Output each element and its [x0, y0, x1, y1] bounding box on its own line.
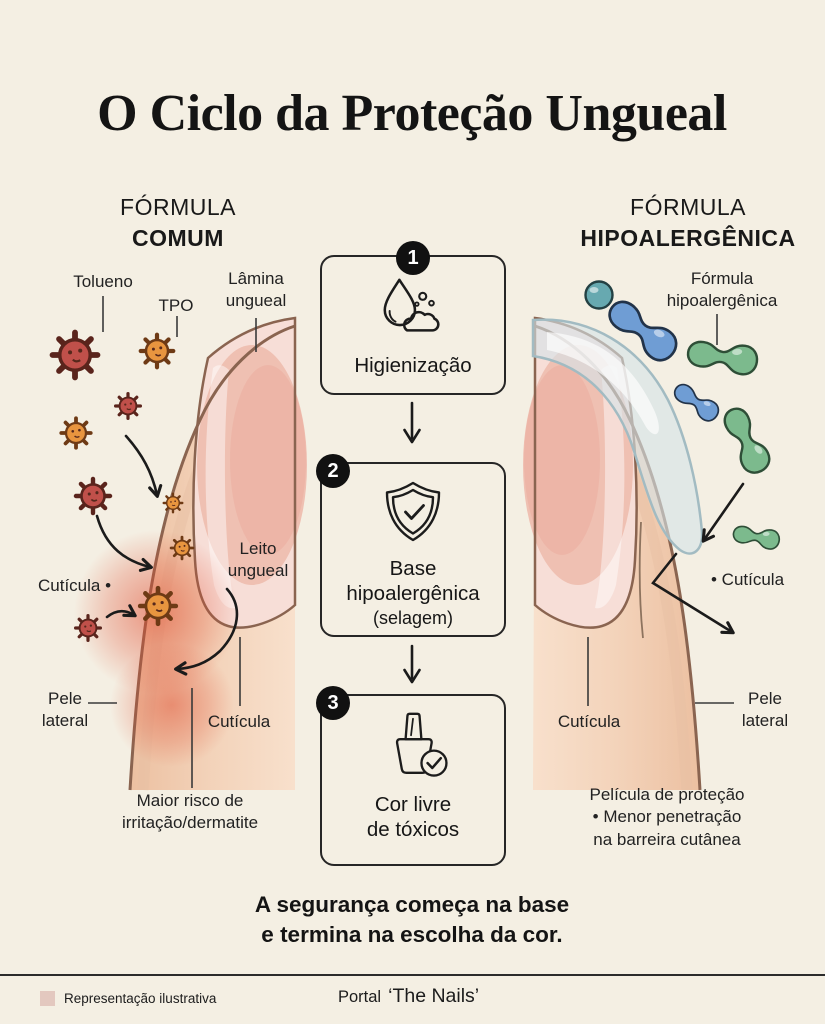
step-2-number-badge: 2 [316, 454, 350, 488]
shield-check-icon [385, 481, 441, 542]
page-title: O Ciclo da Proteção Ungueal [97, 85, 727, 142]
right-column-heading: FÓRMULA HIPOALERGÊNICA [580, 192, 795, 254]
credit-name: ‘The Nails’ [388, 985, 480, 1007]
label-cuticula-right-lower: Cutícula [557, 712, 621, 731]
label-connector-lines [88, 296, 257, 788]
step-box-1: 1 Higienização [320, 241, 506, 395]
nail-polish-check-icon [395, 712, 448, 777]
label-formula-hipoalergenica: Fórmula hipoalergênica [666, 269, 778, 311]
label-connector-lines [587, 314, 734, 706]
credit-prefix: Portal [338, 988, 382, 1006]
label-tolueno: Tolueno [73, 272, 133, 291]
label-cuticula-right-upper: • Cutícula [711, 570, 785, 589]
footer-divider [0, 974, 825, 976]
label-leito-ungueal: Leito ungueal [227, 539, 289, 581]
step-3-title: Cor livre de tóxicos [366, 793, 460, 841]
water-drop-foam-icon [383, 278, 440, 332]
common-formula-finger-illustration [30, 296, 307, 791]
legend-swatch [40, 991, 55, 1006]
arrow-down-2 [403, 644, 421, 684]
arrow-down-1 [403, 401, 421, 444]
label-pele-lateral-right: Pele lateral [741, 689, 789, 731]
label-pele-lateral-left: Pele lateral [41, 689, 89, 731]
protective-film [531, 318, 704, 555]
right-heading-line1: FÓRMULA [630, 194, 746, 220]
step-box-2: 2 Base hipoalergênica (selagem) [316, 454, 506, 637]
hypoallergenic-formula-finger-illustration [523, 280, 782, 791]
penetration-arrows [95, 434, 239, 676]
tagline: A segurança começa na base e termina na … [254, 892, 570, 948]
step-2-subtitle: (selagem) [372, 608, 454, 628]
right-heading-line2: HIPOALERGÊNICA [580, 225, 796, 252]
label-lamina-ungueal: Lâmina ungueal [225, 269, 287, 311]
step-box-3: 3 Cor livre de tóxicos [316, 686, 506, 866]
label-risco-irritacao: Maior risco de irritação/dermatite [121, 791, 259, 833]
label-pelicula-protecao: Película de proteção • Menor penetração … [589, 785, 745, 849]
credit: Portal ‘The Nails’ [338, 985, 479, 1008]
label-cuticula-left-lower: Cutícula [207, 712, 271, 731]
label-cuticula-left-upper: Cutícula • [38, 576, 112, 595]
step-2-title: Base hipoalergênica [346, 557, 480, 605]
left-heading-line1: FÓRMULA [120, 194, 236, 220]
deflection-arrows [651, 482, 745, 635]
label-tpo: TPO [158, 296, 194, 315]
left-heading-line2: COMUM [132, 225, 224, 252]
legend-text: Representação ilustrativa [64, 991, 217, 1006]
hypoallergenic-molecule-icons [584, 280, 782, 552]
step-3-number-badge: 3 [316, 686, 350, 720]
step-1-number-badge: 1 [396, 241, 430, 275]
step-1-title: Higienização [354, 354, 472, 377]
left-column-heading: FÓRMULA COMUM [120, 192, 236, 254]
